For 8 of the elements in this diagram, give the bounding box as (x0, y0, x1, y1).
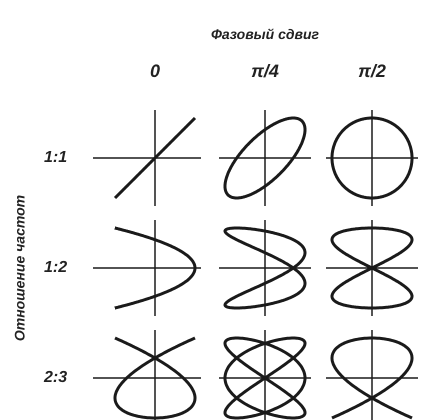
phase-label: 0 (150, 60, 160, 83)
ratio-label: 1:1 (44, 148, 68, 168)
phase-label: π/4 (251, 60, 279, 83)
column-title: Фазовый сдвиг (211, 25, 319, 44)
phase-label: π/2 (358, 60, 386, 83)
row-title: Отношение частот (10, 194, 28, 342)
ratio-label: 1:2 (44, 258, 68, 278)
ratio-label: 2:3 (44, 368, 68, 388)
